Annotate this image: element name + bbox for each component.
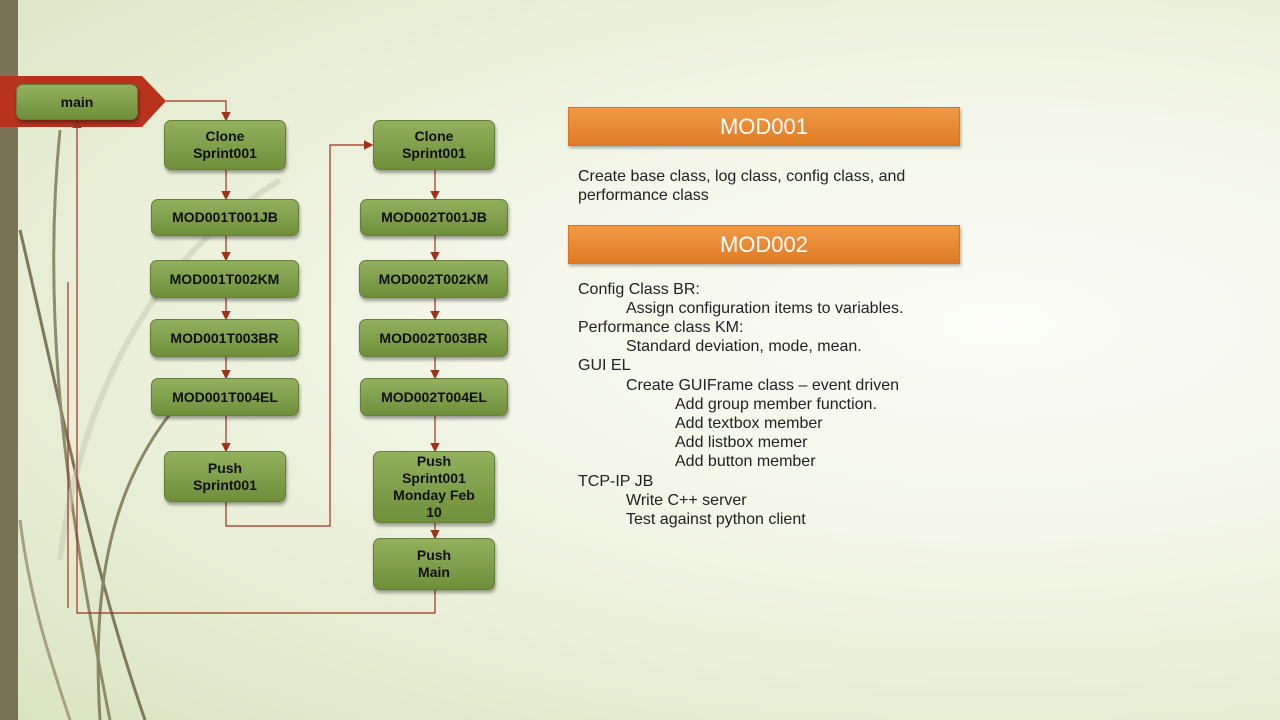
- task-node-mod002t004el[interactable]: MOD002T004EL: [360, 378, 508, 416]
- mod002-line-assign-config: Assign configuration items to variables.: [626, 300, 904, 317]
- mod002-line-std-dev: Standard deviation, mode, mean.: [626, 338, 862, 355]
- mod002-line-tcp-ip: TCP-IP JB: [578, 473, 654, 490]
- mod002-line-write-server: Write C++ server: [626, 492, 747, 509]
- clone-sprint001-node-2[interactable]: Clone Sprint001: [373, 120, 495, 170]
- push-sprint001-monday-node[interactable]: Push Sprint001 Monday Feb 10: [373, 451, 495, 523]
- mod002-header: MOD002: [568, 225, 960, 264]
- mod002-line-gui-el: GUI EL: [578, 357, 631, 374]
- mod001-description: Create base class, log class, config cla…: [578, 168, 906, 204]
- clone-sprint001-node-1[interactable]: Clone Sprint001: [164, 120, 286, 170]
- task-node-mod002t003br[interactable]: MOD002T003BR: [359, 319, 508, 357]
- mod002-line-add-button: Add button member: [675, 453, 816, 470]
- push-sprint001-node-1[interactable]: Push Sprint001: [164, 451, 286, 502]
- mod001-header: MOD001: [568, 107, 960, 146]
- left-decor-strip: [0, 0, 18, 720]
- push-main-node[interactable]: Push Main: [373, 538, 495, 590]
- task-node-mod001t001jb[interactable]: MOD001T001JB: [151, 199, 299, 236]
- mod002-line-add-listbox: Add listbox memer: [675, 434, 808, 451]
- mod002-line-config-class: Config Class BR:: [578, 281, 700, 298]
- task-node-mod002t001jb[interactable]: MOD002T001JB: [360, 199, 508, 236]
- task-node-mod002t002km[interactable]: MOD002T002KM: [359, 260, 508, 298]
- task-node-mod001t003br[interactable]: MOD001T003BR: [150, 319, 299, 357]
- task-node-mod001t004el[interactable]: MOD001T004EL: [151, 378, 299, 416]
- mod002-line-create-guiframe: Create GUIFrame class – event driven: [626, 377, 899, 394]
- mod002-line-add-group-member: Add group member function.: [675, 396, 877, 413]
- main-node[interactable]: main: [16, 84, 138, 120]
- mod002-line-add-textbox: Add textbox member: [675, 415, 823, 432]
- mod002-line-test-python: Test against python client: [626, 511, 806, 528]
- task-node-mod001t002km[interactable]: MOD001T002KM: [150, 260, 299, 298]
- mod002-line-performance-class: Performance class KM:: [578, 319, 744, 336]
